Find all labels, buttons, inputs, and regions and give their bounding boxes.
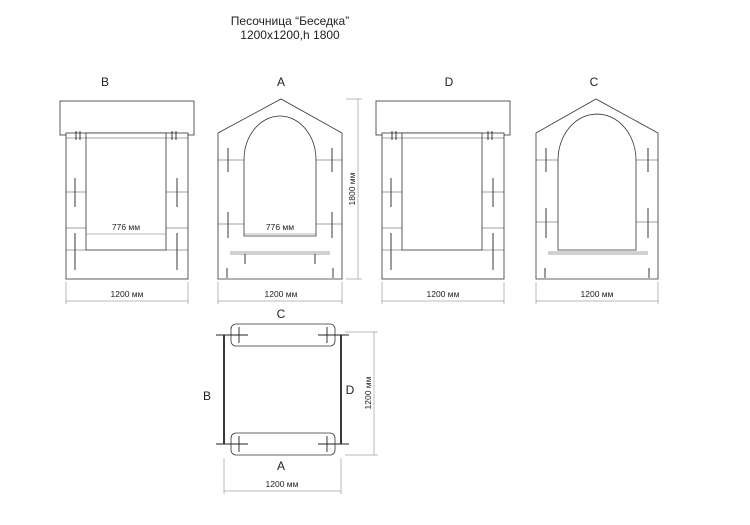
plan-view: C B D A 1200 мм 1200 мм bbox=[203, 307, 378, 494]
view-b-inner-dimension: 776 мм bbox=[112, 222, 140, 232]
plan-label-right: D bbox=[346, 383, 355, 397]
plan-depth-dimension: 1200 мм bbox=[363, 376, 373, 409]
drawing-subtitle: 1200x1200,h 1800 bbox=[240, 28, 340, 42]
view-b-opening bbox=[85, 132, 167, 251]
drawing-title: Песочница “Беседка” bbox=[230, 14, 350, 28]
view-c-arch-opening bbox=[557, 113, 637, 251]
plan-label-left: B bbox=[203, 389, 211, 403]
view-c: C 1200 мм bbox=[535, 75, 659, 304]
view-b-connectors bbox=[66, 131, 188, 270]
view-d-roof bbox=[375, 100, 511, 136]
view-b-label: B bbox=[101, 75, 109, 89]
view-b-roof bbox=[59, 100, 195, 136]
view-c-connectors bbox=[536, 148, 658, 278]
view-a-connectors bbox=[218, 148, 342, 278]
view-a: A 776 мм 1200 мм 1800 мм bbox=[217, 75, 362, 304]
view-b-width-dimension: 1200 мм bbox=[111, 289, 144, 299]
plan-joints bbox=[216, 327, 349, 452]
view-a-inner-dimension: 776 мм bbox=[266, 222, 294, 232]
drawing-title-block: Песочница “Беседка” 1200x1200,h 1800 bbox=[0, 14, 580, 42]
view-a-width-dimension: 1200 мм bbox=[265, 289, 298, 299]
view-a-arch-opening bbox=[243, 115, 317, 237]
view-d-connectors bbox=[382, 131, 504, 270]
view-b: B 776 мм 1200 мм bbox=[59, 75, 195, 304]
view-d-opening bbox=[401, 132, 483, 251]
view-c-width-dimension: 1200 мм bbox=[581, 289, 614, 299]
view-d-width-dimension: 1200 мм bbox=[427, 289, 460, 299]
view-a-label: A bbox=[277, 75, 285, 89]
plan-label-bottom: A bbox=[277, 459, 285, 473]
plan-label-top: C bbox=[277, 307, 286, 321]
view-a-height-dimension: 1800 мм bbox=[347, 172, 357, 205]
view-c-label: C bbox=[590, 75, 599, 89]
view-d: D 1200 мм bbox=[375, 75, 511, 304]
plan-width-dimension: 1200 мм bbox=[266, 479, 299, 489]
view-d-label: D bbox=[445, 75, 454, 89]
